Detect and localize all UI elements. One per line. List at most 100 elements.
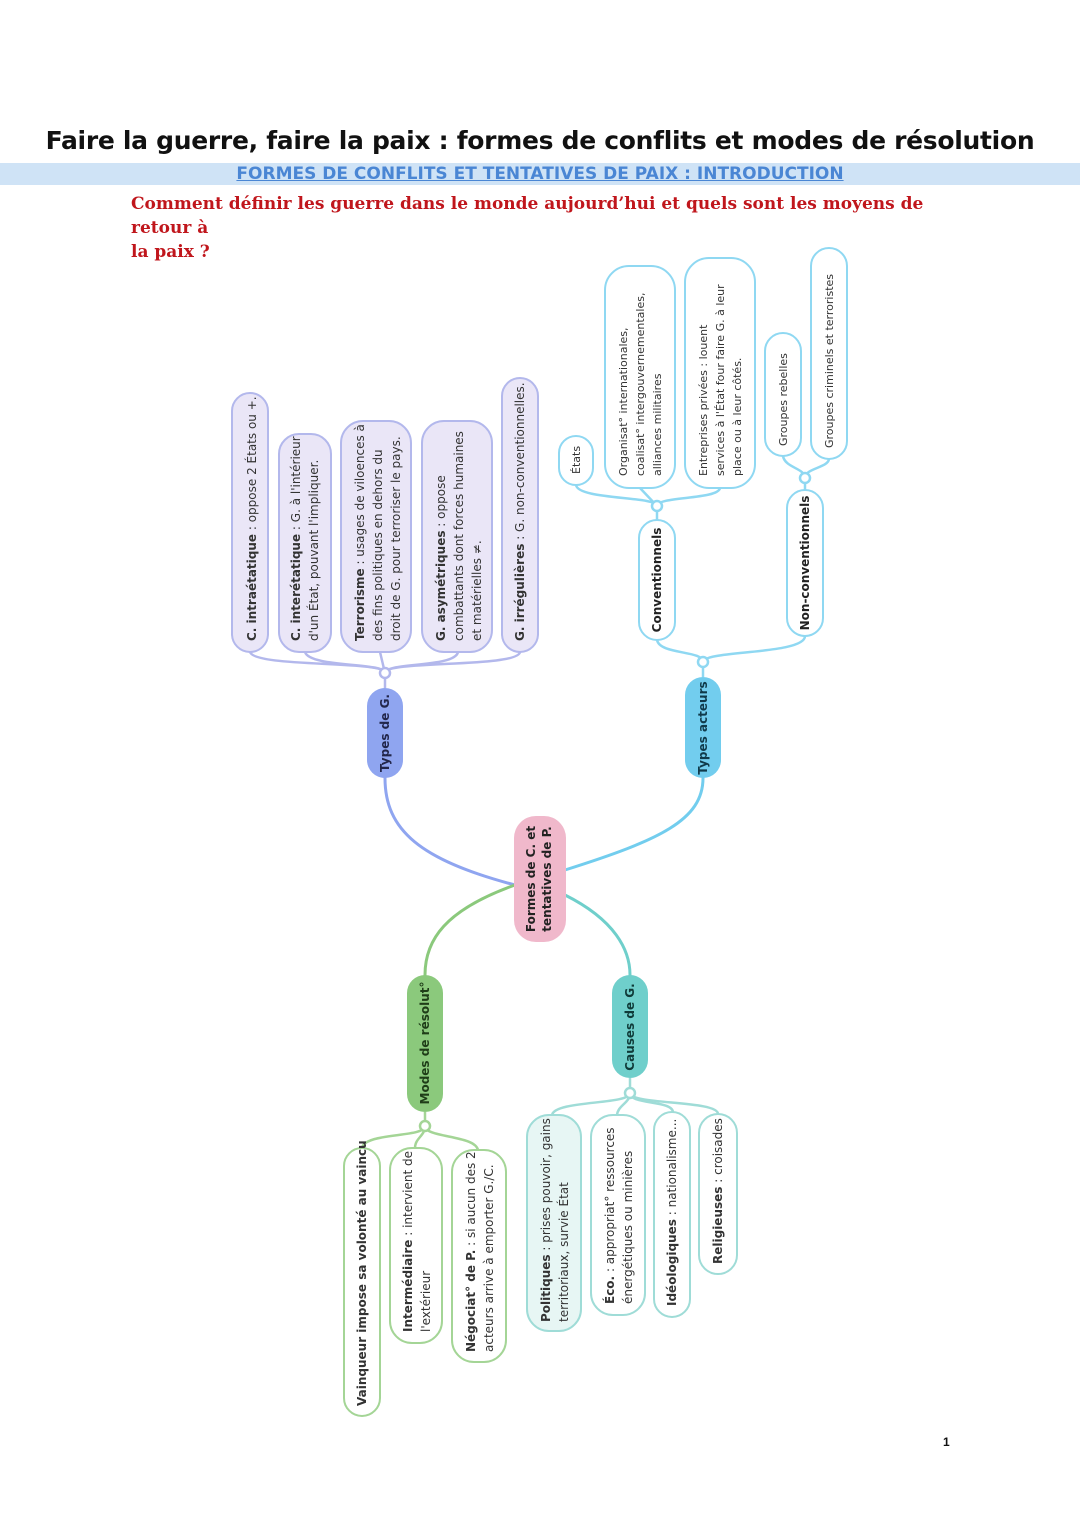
leaf-bold: C. interétatique bbox=[289, 534, 303, 641]
types-g-label: Types de G. bbox=[378, 694, 392, 772]
svg-text:G. asymétriques : oppose: G. asymétriques : oppose bbox=[434, 475, 448, 641]
modes-leaf: Vainqueur impose sa volonté au vaincu bbox=[343, 1140, 381, 1417]
leaf-text: : G. à l'intérieur bbox=[289, 436, 303, 534]
leaf-bold: C. intraétatique bbox=[245, 534, 259, 641]
leaf-text: Groupes rebelles bbox=[777, 353, 790, 446]
svg-text:Terrorisme : usages de viloenc: Terrorisme : usages de viloences à bbox=[353, 424, 367, 641]
leaf-text-line-2: coalisat° intergouvernementales, bbox=[634, 293, 647, 476]
branch-causes bbox=[563, 893, 632, 977]
leaf-text: Organisat° internationales, bbox=[617, 327, 630, 476]
leaf-text-line-2: services à l'État four faire G. à leur bbox=[714, 284, 727, 476]
types-acteurs-label: Types acteurs bbox=[696, 681, 710, 774]
leaf-bold: Politiques bbox=[539, 1254, 553, 1322]
types-g-leaf: G. irrégulières : G. non-conventionnelle… bbox=[501, 377, 539, 653]
subtitle-band bbox=[0, 163, 1080, 185]
svg-text:Idéologiques : nationalisme...: Idéologiques : nationalisme... bbox=[665, 1119, 679, 1306]
types-g-node: Types de G. bbox=[367, 688, 403, 778]
non-conventionnels-leaf: Groupes criminels et terroristes bbox=[810, 247, 848, 460]
non-conventionnels-node: Non-conventionnels bbox=[786, 489, 824, 637]
svg-text:C. intraétatique : oppose 2 Ét: C. intraétatique : oppose 2 États ou +. bbox=[244, 396, 259, 641]
causes-leaf: Idéologiques : nationalisme... bbox=[653, 1111, 691, 1318]
leaf-text-line-2: combattants dont forces humaines bbox=[452, 431, 466, 641]
leaf-text: Groupes criminels et terroristes bbox=[823, 274, 836, 448]
types-g-leaf: Terrorisme : usages de viloences à des f… bbox=[340, 420, 412, 653]
leaf-bold: Terrorisme bbox=[353, 568, 367, 641]
leaf-bold: Vainqueur impose sa volonté au vaincu bbox=[355, 1140, 369, 1406]
leaf-text-line-2: l'extérieur bbox=[419, 1271, 433, 1332]
conventionnels-leaf: États bbox=[558, 435, 594, 486]
branch-modes bbox=[423, 883, 517, 977]
leaf-text-line-3: et matérielles ≠. bbox=[470, 540, 484, 641]
causes-leaf: Religieuses : croisades bbox=[698, 1113, 738, 1275]
leaf-text: : prises pouvoir, gains bbox=[539, 1118, 553, 1254]
leaf-text: États bbox=[570, 446, 583, 474]
acteurs-connectors bbox=[574, 455, 831, 677]
conventionnels-node: Conventionnels bbox=[638, 519, 676, 641]
svg-text:Négociat° de P. : si aucun des: Négociat° de P. : si aucun des 2 bbox=[464, 1151, 478, 1352]
leaf-text: : usages de viloences à bbox=[353, 424, 367, 568]
leaf-text-line-2: acteurs arrive à emporter G./C. bbox=[482, 1164, 496, 1352]
svg-text:Politiques : prises pouvoir, g: Politiques : prises pouvoir, gains bbox=[539, 1118, 553, 1322]
conventionnels-leaf: Organisat° internationales, coalisat° in… bbox=[604, 265, 676, 489]
leaf-text: Entreprises privées : louent bbox=[697, 324, 710, 476]
leaf-text: : G. non-conventionnelles. bbox=[513, 382, 527, 543]
conventionnels-leaf: Entreprises privées : louent services à … bbox=[684, 257, 756, 489]
causes-g-node: Causes de G. bbox=[612, 975, 648, 1078]
leaf-text: : croisades bbox=[711, 1118, 725, 1186]
leaf-text-line-3: place ou à leur côtés. bbox=[731, 358, 744, 476]
modes-resolution-node: Modes de résolut° bbox=[407, 975, 443, 1112]
leaf-text: : oppose 2 États ou +. bbox=[244, 396, 259, 534]
modes-connectors bbox=[360, 1112, 480, 1151]
types-acteurs-node: Types acteurs bbox=[685, 677, 721, 778]
svg-text:C. interétatique : G. à l'inté: C. interétatique : G. à l'intérieur bbox=[289, 436, 303, 641]
leaf-bold: Éco. bbox=[602, 1276, 617, 1304]
leaf-text-line-2: des fins politiques en dehors du bbox=[371, 449, 385, 641]
center-line-1: Formes de C. et bbox=[524, 826, 538, 932]
modes-resolution-label: Modes de résolut° bbox=[418, 982, 432, 1105]
causes-leaf: Éco. : appropriat° ressources énergétiqu… bbox=[590, 1114, 646, 1316]
leaf-text-line-2: d'un État, pouvant l'impliquer. bbox=[306, 460, 321, 641]
svg-text:Intermédiaire : intervient de: Intermédiaire : intervient de bbox=[401, 1151, 415, 1332]
types-g-leaf: C. interétatique : G. à l'intérieur d'un… bbox=[278, 433, 332, 653]
question-line-2: la paix ? bbox=[131, 242, 210, 262]
conventionnels-label: Conventionnels bbox=[650, 528, 664, 633]
leaf-bold: Intermédiaire bbox=[401, 1240, 415, 1332]
causes-connectors bbox=[550, 1078, 720, 1116]
svg-text:G. irrégulières : G. non-conve: G. irrégulières : G. non-conventionnelle… bbox=[513, 382, 527, 641]
svg-text:Religieuses : croisades: Religieuses : croisades bbox=[711, 1118, 725, 1264]
page-number: 1 bbox=[943, 1435, 950, 1449]
types-g-connectors bbox=[248, 651, 522, 688]
section-subtitle: FORMES DE CONFLITS ET TENTATIVES DE PAIX… bbox=[236, 164, 844, 184]
branch-types-g bbox=[383, 776, 517, 887]
non-conventionnels-label: Non-conventionnels bbox=[798, 496, 812, 631]
svg-text:Éco. : appropriat° ressources: Éco. : appropriat° ressources bbox=[602, 1127, 617, 1304]
non-conventionnels-leaf: Groupes rebelles bbox=[764, 332, 802, 457]
leaf-bold: G. asymétriques bbox=[434, 531, 448, 641]
center-node: Formes de C. et tentatives de P. bbox=[514, 816, 566, 942]
causes-leaf: Politiques : prises pouvoir, gains terri… bbox=[526, 1114, 582, 1332]
causes-g-label: Causes de G. bbox=[623, 983, 637, 1070]
modes-leaf: Négociat° de P. : si aucun des 2 acteurs… bbox=[451, 1149, 507, 1363]
branch-types-acteurs bbox=[563, 776, 705, 872]
center-line-2: tentatives de P. bbox=[540, 826, 554, 931]
question-line-1: Comment définir les guerre dans le monde… bbox=[131, 194, 924, 238]
types-g-leaf: G. asymétriques : oppose combattants don… bbox=[421, 420, 493, 653]
leaf-bold: G. irrégulières bbox=[513, 544, 527, 641]
leaf-bold: Religieuses bbox=[711, 1187, 725, 1264]
leaf-bold: Idéologiques bbox=[665, 1219, 679, 1306]
guiding-question: Comment définir les guerre dans le monde… bbox=[131, 192, 961, 264]
leaf-text-line-3: alliances militaires bbox=[651, 373, 664, 476]
modes-leaf: Intermédiaire : intervient de l'extérieu… bbox=[389, 1147, 443, 1344]
page-title: Faire la guerre, faire la paix : formes … bbox=[45, 126, 1035, 155]
leaf-text: : si aucun des 2 bbox=[464, 1151, 478, 1249]
leaf-text-line-2: énergétiques ou minières bbox=[621, 1151, 635, 1304]
leaf-text: : appropriat° ressources bbox=[603, 1127, 617, 1275]
leaf-text: : oppose bbox=[434, 475, 448, 530]
leaf-text: : nationalisme... bbox=[665, 1119, 679, 1219]
main-branches bbox=[383, 776, 705, 977]
leaf-text: : intervient de bbox=[401, 1151, 415, 1240]
leaf-text-line-3: droit de G. pour terroriser le pays. bbox=[389, 436, 403, 641]
leaf-text-line-2: territoriaux, survie État bbox=[556, 1182, 571, 1322]
types-g-leaf: C. intraétatique : oppose 2 États ou +. bbox=[231, 392, 269, 653]
